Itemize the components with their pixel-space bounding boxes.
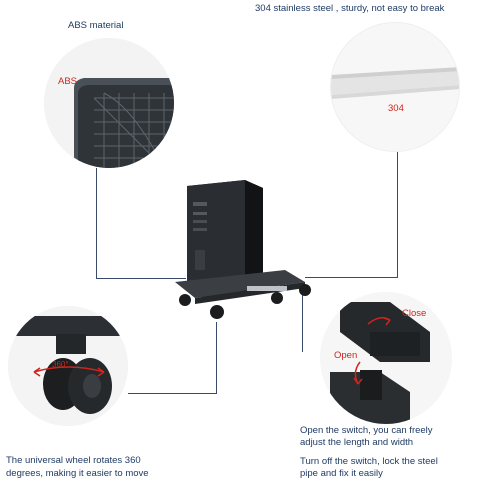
connector-abs-vertical — [96, 168, 97, 278]
connector-abs-horizontal — [96, 278, 186, 279]
open-caption-line-1: Open the switch, you can freely — [300, 425, 433, 436]
steel-label: 304 — [388, 103, 404, 114]
abs-label: ABS — [58, 76, 78, 87]
lock-caption-line-1: Turn off the switch, lock the steel — [300, 456, 438, 467]
steel-detail-circle: 304 — [330, 22, 460, 152]
open-label: Open — [334, 350, 358, 361]
abs-title: ABS material — [68, 20, 124, 31]
switch-image — [320, 292, 452, 424]
computer-cart-image — [175, 180, 311, 319]
lock-caption-line-2: pipe and fix it easily — [300, 468, 383, 479]
wheel-detail-circle: 360° — [8, 306, 128, 426]
connector-steel-horizontal — [305, 277, 398, 278]
close-label: Close — [402, 308, 427, 319]
switch-detail-circle: Close Open — [320, 292, 452, 424]
connector-switch-vertical — [302, 292, 303, 352]
wheel-rotation-label: 360° — [52, 360, 69, 369]
wheel-caption-line-1: The universal wheel rotates 360 — [6, 455, 141, 466]
wheel-image — [8, 306, 128, 426]
connector-wheel-horizontal — [128, 393, 217, 394]
open-caption-line-2: adjust the length and width — [300, 437, 414, 448]
wheel-caption-line-2: degrees, making it easier to move — [6, 468, 149, 479]
steel-tube-image — [331, 23, 459, 151]
abs-detail-circle: ABS — [44, 38, 174, 168]
connector-steel-vertical — [397, 152, 398, 277]
abs-texture-image — [44, 38, 174, 168]
steel-title: 304 stainless steel , sturdy, not easy t… — [255, 3, 445, 14]
connector-wheel-vertical — [216, 322, 217, 394]
